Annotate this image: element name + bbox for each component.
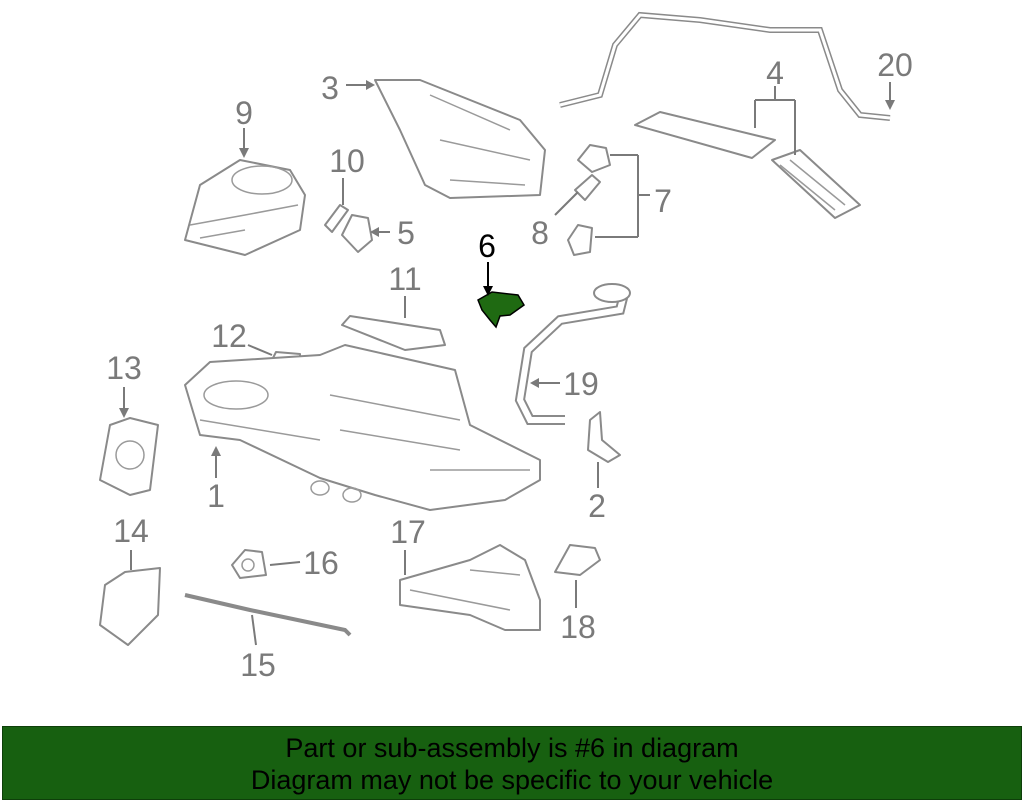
part-1-hvac-housing[interactable] xyxy=(184,344,541,511)
part-2-bracket[interactable] xyxy=(587,411,621,463)
info-banner: Part or sub-assembly is #6 in diagram Di… xyxy=(2,726,1022,800)
part-6-highlighted[interactable] xyxy=(477,291,525,329)
banner-line-disclaimer: Diagram may not be specific to your vehi… xyxy=(250,765,774,795)
part-4-ducts[interactable] xyxy=(634,111,861,219)
callout-16[interactable]: 16 xyxy=(303,545,339,581)
callout-6[interactable]: 6 xyxy=(478,228,496,264)
callout-2[interactable]: 2 xyxy=(588,488,606,524)
callout-10[interactable]: 10 xyxy=(329,143,365,179)
part-14-core[interactable] xyxy=(99,567,161,646)
callout-17[interactable]: 17 xyxy=(390,514,426,550)
callout-leaders xyxy=(119,80,895,646)
callout-20[interactable]: 20 xyxy=(877,47,913,83)
part-18-actuator[interactable] xyxy=(554,544,601,576)
callout-12[interactable]: 12 xyxy=(211,318,247,354)
banner-line-part-number: Part or sub-assembly is #6 in diagram xyxy=(285,733,739,763)
parts-diagram: 1 2 3 4 5 6 7 8 9 10 11 12 13 14 15 16 1… xyxy=(99,11,913,683)
callout-11[interactable]: 11 xyxy=(388,261,421,297)
callout-15[interactable]: 15 xyxy=(240,647,276,683)
callout-8[interactable]: 8 xyxy=(531,215,549,251)
part-5-actuator[interactable] xyxy=(341,214,373,253)
part-3-panel[interactable] xyxy=(374,79,546,199)
part-17-housing[interactable] xyxy=(399,544,541,631)
callout-3[interactable]: 3 xyxy=(321,70,339,106)
part-16-motor[interactable] xyxy=(231,549,267,579)
part-20-wire-harness[interactable] xyxy=(559,11,891,121)
part-15-tube[interactable] xyxy=(184,593,352,637)
part-9-blower-housing[interactable] xyxy=(184,159,306,256)
callout-13[interactable]: 13 xyxy=(106,350,142,386)
callout-4[interactable]: 4 xyxy=(766,55,784,91)
callout-1[interactable]: 1 xyxy=(207,478,225,514)
part-19-hose[interactable] xyxy=(514,283,631,425)
callout-14[interactable]: 14 xyxy=(113,513,149,549)
part-8-clip[interactable] xyxy=(574,174,601,201)
part-13-filter[interactable] xyxy=(99,417,159,496)
part-11-duct[interactable] xyxy=(341,315,446,351)
callout-9[interactable]: 9 xyxy=(235,95,253,131)
callout-19[interactable]: 19 xyxy=(563,366,599,402)
part-10-clip[interactable] xyxy=(324,204,349,233)
callout-18[interactable]: 18 xyxy=(560,609,596,645)
callout-7[interactable]: 7 xyxy=(654,183,672,219)
callout-5[interactable]: 5 xyxy=(397,215,415,251)
part-7-actuators[interactable] xyxy=(567,144,611,256)
